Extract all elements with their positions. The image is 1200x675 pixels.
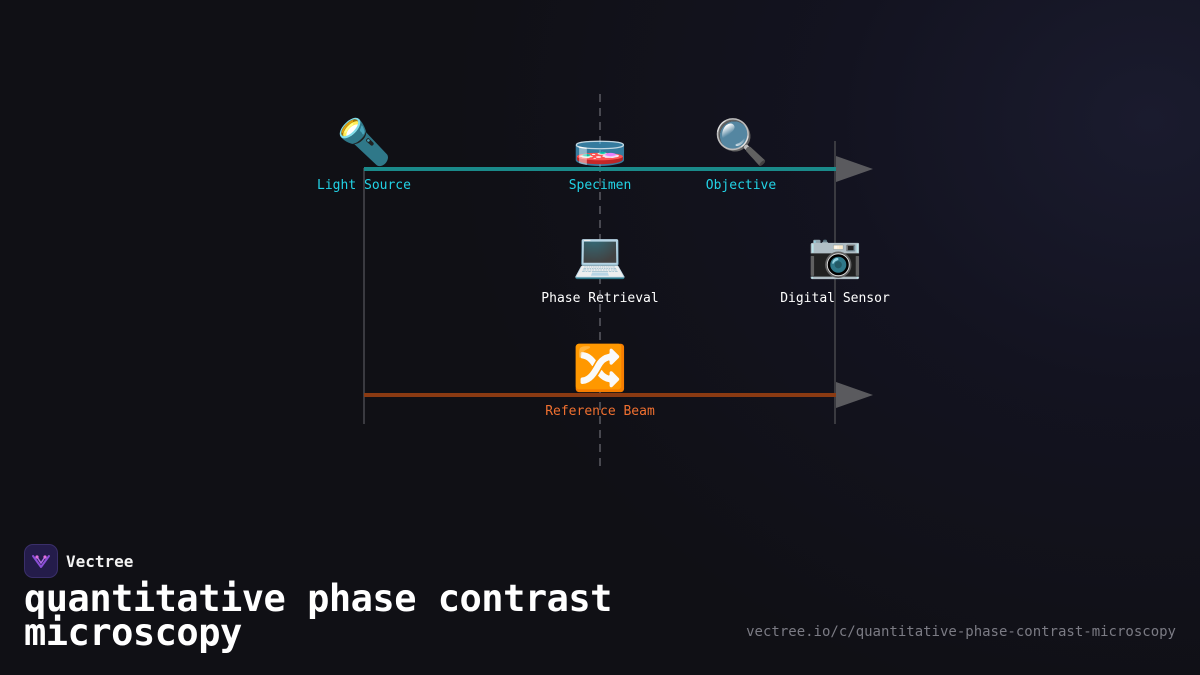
phase-retrieval-label: Phase Retrieval [541,291,659,306]
vectree-logo-icon [24,544,58,578]
specimen-node: 🧫 Specimen [500,117,700,193]
shuffle-icon: 🔀 [572,343,628,394]
digital-sensor-label: Digital Sensor [780,291,890,306]
camera-icon: 📷 [807,230,863,281]
reference-beam-arrowhead [836,382,873,408]
flashlight-icon: 🔦 [336,117,392,168]
brand: Vectree [24,544,133,578]
reference-beam-label: Reference Beam [545,404,655,419]
laptop-icon: 💻 [572,230,628,281]
illumination-beam-arrowhead [836,156,873,182]
objective-label: Objective [705,178,777,193]
magnifier-icon: 🔍 [713,117,769,168]
specimen-label: Specimen [568,178,632,193]
light-source-label: Light Source [317,178,411,193]
petri-dish-icon: 🧫 [572,117,628,168]
phase-retrieval-node: 💻 Phase Retrieval [500,230,700,306]
page-url[interactable]: vectree.io/c/quantitative-phase-contrast… [746,624,1176,640]
objective-node: 🔍 Objective [641,117,841,193]
reference-beam-node: 🔀 Reference Beam [500,343,700,419]
brand-name: Vectree [66,551,134,571]
page-title: quantitative phase contrast microscopy [24,577,612,654]
digital-sensor-node: 📷 Digital Sensor [735,230,935,306]
light-source-node: 🔦 Light Source [264,117,464,193]
